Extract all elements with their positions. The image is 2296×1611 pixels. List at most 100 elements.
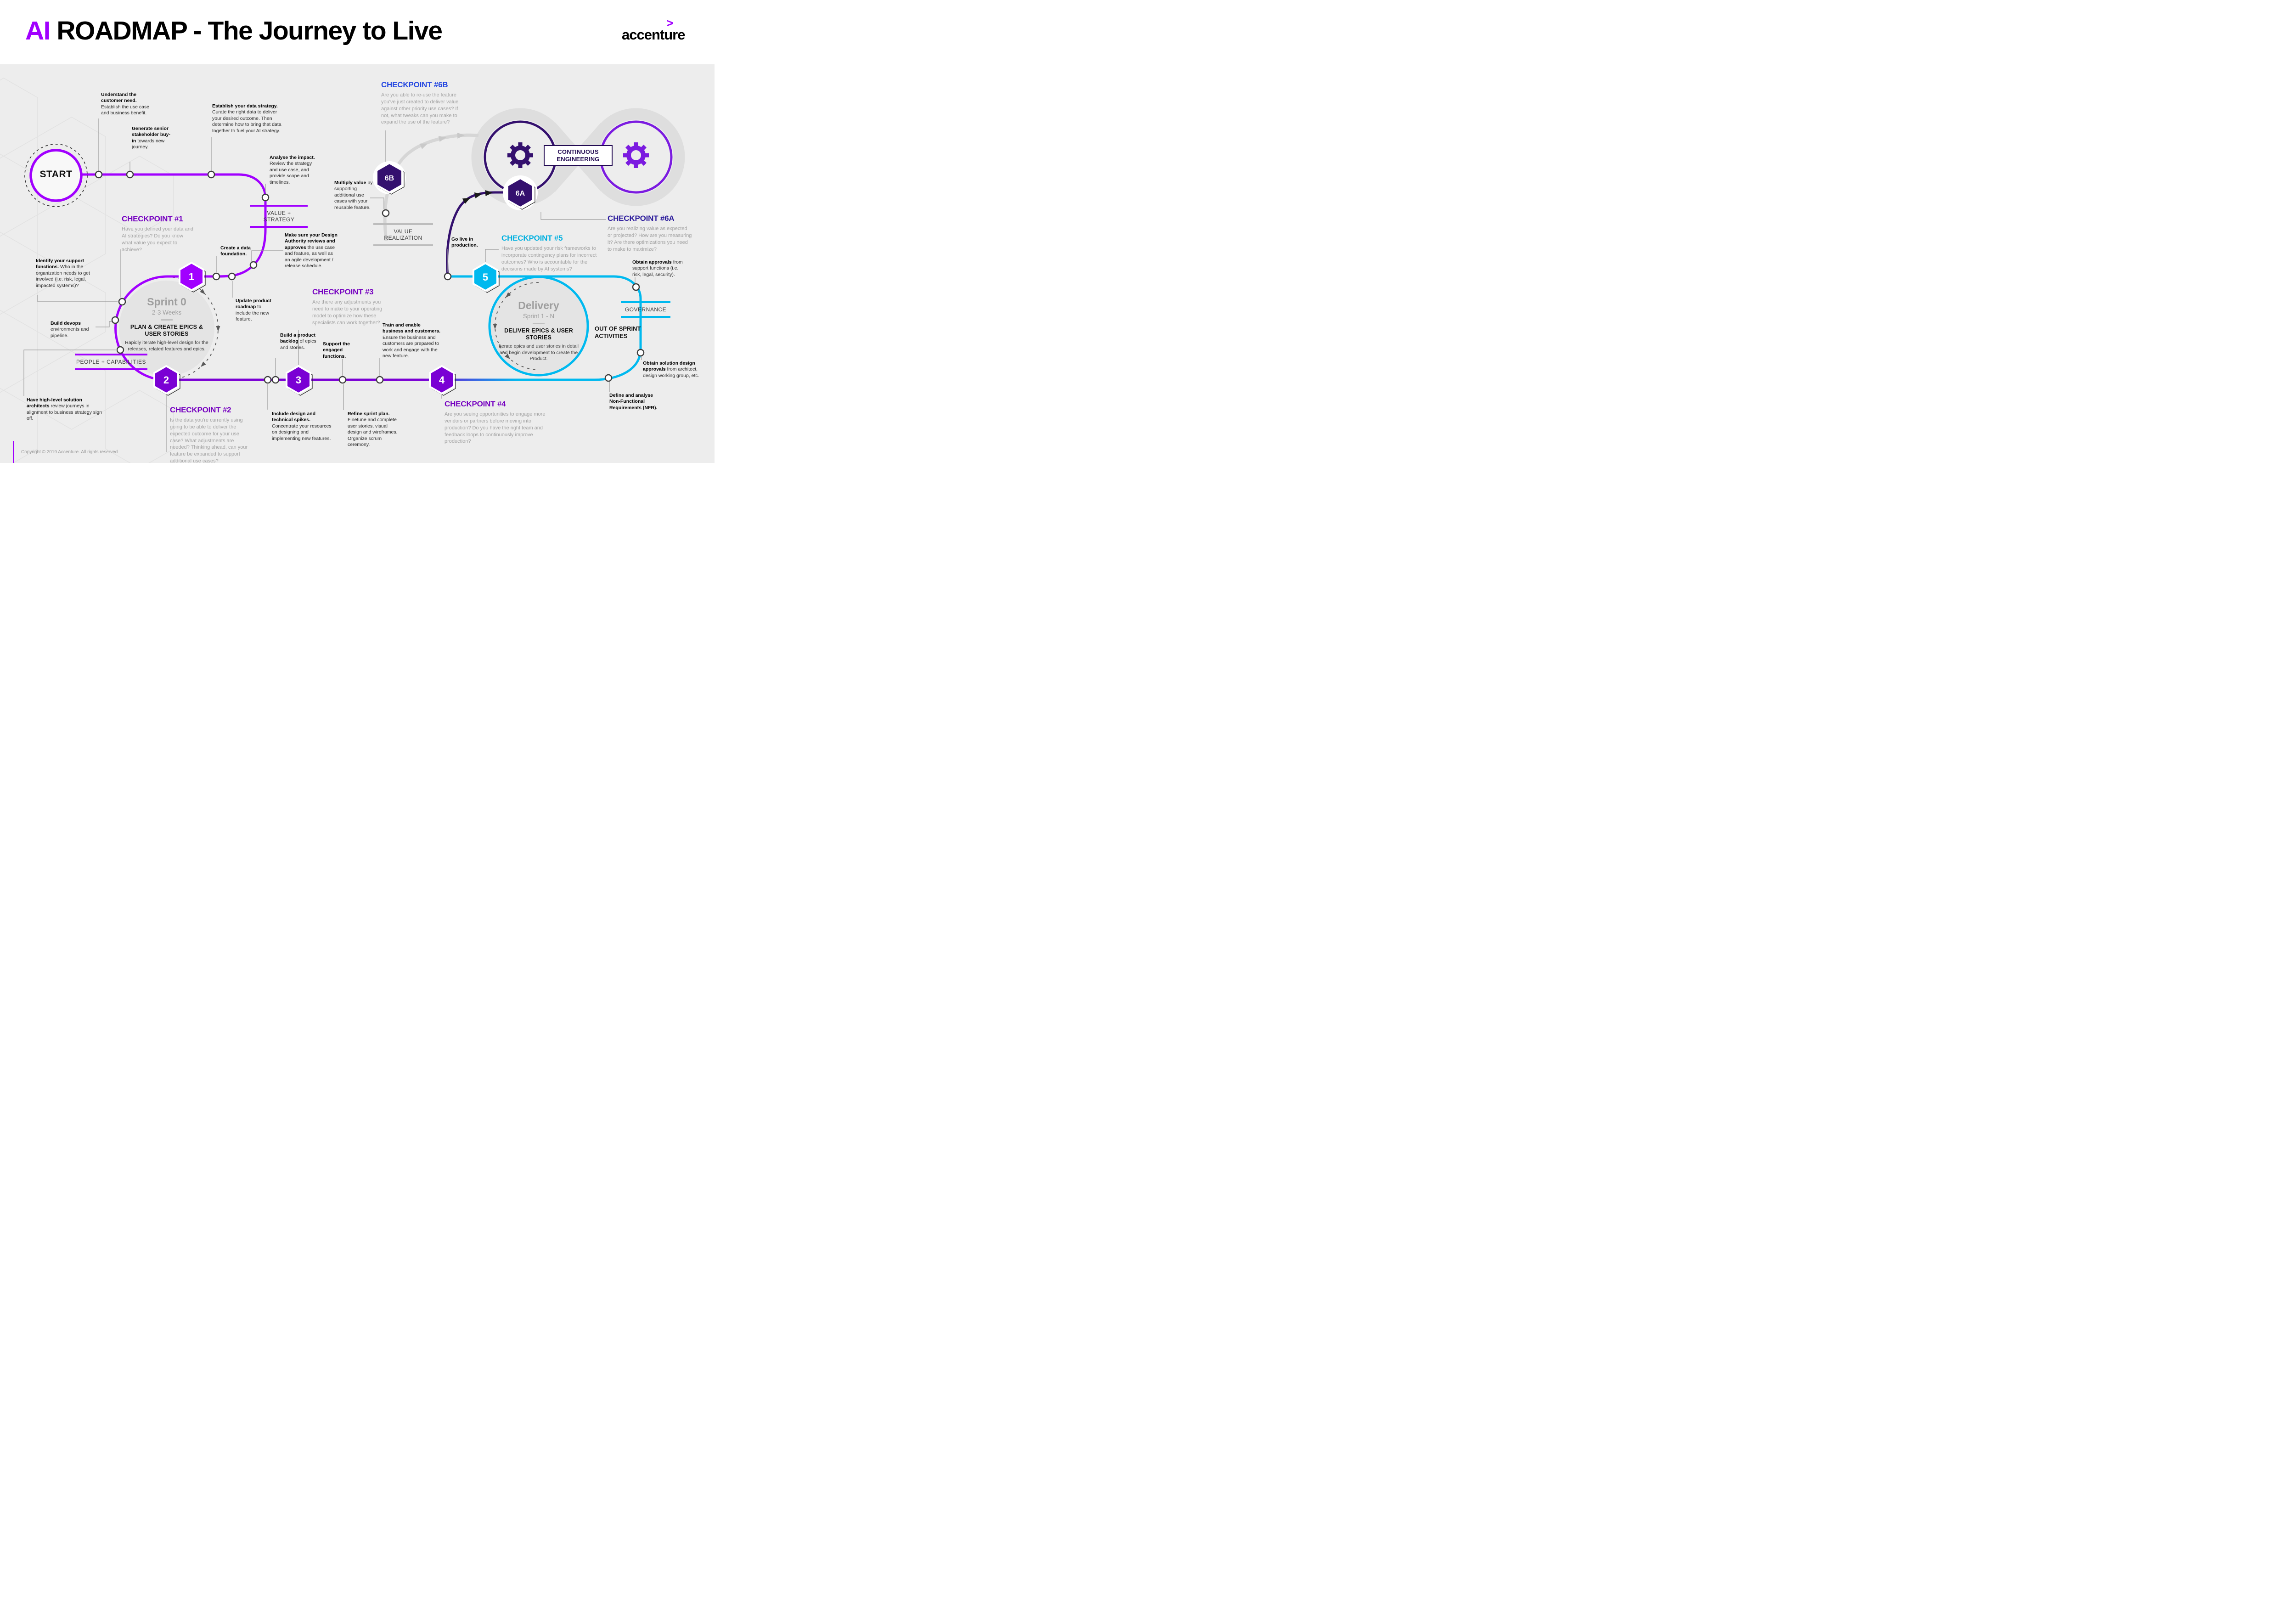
path-nodes: [95, 170, 645, 384]
note-text: Ensure the business and customers are pr…: [383, 334, 439, 359]
note-lead: Go live in production.: [451, 237, 478, 248]
note-lead: Obtain solution design approvals: [643, 361, 695, 372]
note-obtain-approvals: Obtain approvals from support functions …: [632, 259, 687, 278]
check-point-1-body: Have you defined your data and AI strate…: [122, 226, 193, 253]
checkpoint-4-body: Are you seeing opportunities to engage m…: [445, 411, 546, 445]
note-lead: Support the engaged functions.: [323, 341, 350, 359]
delivery-body: Iterate epics and user stories in detail…: [499, 344, 579, 362]
label-value-strategy: VALUE + STRATEGY: [250, 205, 308, 228]
milestone-4: 4: [429, 365, 456, 396]
note-lead: Train and enable business and customers.: [383, 322, 441, 334]
footer-accent-bar: [13, 441, 14, 463]
note-update-roadmap: Update product roadmap to include the ne…: [236, 298, 277, 323]
value-realization-arrows: [420, 132, 465, 149]
sprint0-heading: PLAN & CREATE EPICS & USER STORIES: [130, 324, 203, 337]
divider: [533, 323, 545, 324]
gear-icon-left: [507, 142, 533, 168]
header: AI ROADMAP - The Journey to Live > accen…: [0, 0, 715, 64]
checkpoint-4: CHECKPOINT #4 Are you seeing opportuniti…: [445, 400, 548, 445]
note-lead: Have high-level solution architects: [27, 397, 82, 409]
checkpoint-1-title: CHECKPOINT #1: [122, 214, 183, 223]
connector-lines: [23, 118, 642, 452]
accenture-logo: > accenture: [622, 16, 696, 42]
note-devops: Build devops environments and pipeline.: [51, 321, 99, 339]
start-label: START: [39, 169, 73, 180]
milestone-1-number: 1: [189, 271, 194, 282]
note-stakeholder-buy-in: Generate senior stakeholder buy-in towar…: [132, 126, 174, 151]
note-go-live: Go live in production.: [451, 237, 486, 249]
note-text: to include the new feature.: [236, 304, 269, 322]
note-support-functions: Identify your support functions. Who in …: [36, 258, 98, 289]
milestone-6b-number: 6B: [385, 175, 394, 182]
note-lead: Build devops: [51, 321, 81, 326]
milestone-3: 3: [286, 365, 313, 396]
note-lead: Make sure your Design Authority reviews …: [285, 232, 338, 250]
checkpoint-2-body: Is the data you're currently using going…: [170, 417, 248, 463]
note-lead: Create a data foundation.: [220, 245, 251, 257]
note-lead: Establish your data strategy.: [212, 103, 278, 109]
note-lead: Define and analyse Non-Functional Requir…: [609, 393, 658, 411]
note-lead: Build a product backlog: [280, 332, 315, 344]
sprint0-title: Sprint 0: [147, 296, 186, 308]
sprint0-content: Sprint 0 2-3 Weeks PLAN & CREATE EPICS &…: [123, 296, 210, 352]
note-design-authority: Make sure your Design Authority reviews …: [285, 232, 339, 270]
checkpoint-2: CHECKPOINT #2 Is the data you're current…: [170, 406, 252, 463]
note-solution-architects: Have high-level solution architects revi…: [27, 397, 105, 422]
milestone-5: 5: [473, 262, 500, 293]
milestone-3-number: 3: [296, 374, 301, 386]
note-text: Review the strategy and use case, and pr…: [270, 161, 312, 185]
title-rest: ROADMAP - The Journey to Live: [56, 16, 443, 45]
note-data-foundation: Create a data foundation.: [220, 245, 263, 258]
checkpoint-5-title: CHECKPOINT #5: [501, 234, 563, 242]
note-data-strategy: Establish your data strategy. Curate the…: [212, 103, 283, 134]
note-lead: Multiply value: [334, 180, 366, 186]
go-live-arrows: [462, 189, 493, 204]
checkpoint-5-body: Have you updated your risk frameworks to…: [501, 246, 597, 272]
note-nfr: Define and analyse Non-Functional Requir…: [609, 393, 662, 411]
note-lead: Obtain approvals: [632, 259, 672, 265]
note-text: environments and pipeline.: [51, 327, 89, 338]
note-lead: Identify your support functions.: [36, 258, 84, 270]
checkpoint-3-title: CHECKPOINT #3: [312, 287, 374, 296]
note-product-backlog: Build a product backlog of epics and sto…: [280, 332, 317, 351]
note-solution-design-approvals: Obtain solution design approvals from ar…: [643, 361, 703, 379]
checkpoint-1: CHECKPOINT #1 Have you defined your data…: [122, 214, 195, 253]
note-multiply-value: Multiply value by supporting additional …: [334, 180, 373, 211]
checkpoint-6b: CHECKPOINT #6B Are you able to re-use th…: [381, 80, 459, 126]
note-text: Finetune and complete user stories, visu…: [348, 417, 398, 448]
title-accent: AI: [25, 16, 51, 45]
divider: [161, 319, 173, 321]
note-lead: Generate senior stakeholder buy-in: [132, 126, 171, 144]
gear-icon-right: [623, 142, 649, 168]
milestone-2-number: 2: [163, 374, 169, 386]
note-design-spikes: Include design and technical spikes. Con…: [272, 411, 336, 442]
label-value-realization: VALUE REALIZATION: [373, 223, 433, 246]
note-refine-sprint-plan: Refine sprint plan. Finetune and complet…: [348, 411, 400, 448]
label-governance: GOVERNANCE: [621, 301, 670, 318]
note-text: Who in the organization needs to get inv…: [36, 264, 90, 288]
checkpoint-3-body: Are there any adjustments you need to ma…: [312, 299, 383, 326]
note-train-enable: Train and enable business and customers.…: [383, 322, 441, 360]
note-lead: Refine sprint plan.: [348, 411, 390, 417]
note-text: review journeys in alignment to business…: [27, 403, 102, 422]
note-text: by supporting additional use cases with …: [334, 180, 373, 210]
checkpoint-3: CHECKPOINT #3 Are there any adjustments …: [312, 287, 388, 326]
accenture-greater-than-icon: >: [666, 16, 674, 30]
note-lead: Update product roadmap: [236, 298, 271, 310]
checkpoint-2-title: CHECKPOINT #2: [170, 406, 231, 414]
continuous-engineering-label: CONTINUOUS ENGINEERING: [544, 145, 613, 166]
note-text: the use case and feature, as well as an …: [285, 244, 335, 269]
milestone-6b: 6B: [376, 162, 405, 195]
milestone-6a-number: 6A: [516, 190, 525, 197]
roadmap-diagram: 1 2 3 4 5 6A 6B: [0, 78, 685, 463]
sprint0-circle: [119, 281, 214, 376]
checkpoint-6a: CHECKPOINT #6A Are you realizing value a…: [608, 214, 692, 253]
note-text: from support functions (i.e. risk, legal…: [632, 259, 683, 277]
milestone-6a: 6A: [506, 177, 535, 210]
checkpoint-6b-title: CHECKPOINT #6B: [381, 80, 448, 89]
start-marker: [24, 144, 88, 207]
note-text: Concentrate your resources on designing …: [272, 423, 332, 441]
sprint0-duration: 2-3 Weeks: [152, 309, 182, 316]
milestone-5-number: 5: [483, 271, 488, 283]
label-people-capabilities: PEOPLE + CAPABILITIES: [75, 354, 147, 370]
